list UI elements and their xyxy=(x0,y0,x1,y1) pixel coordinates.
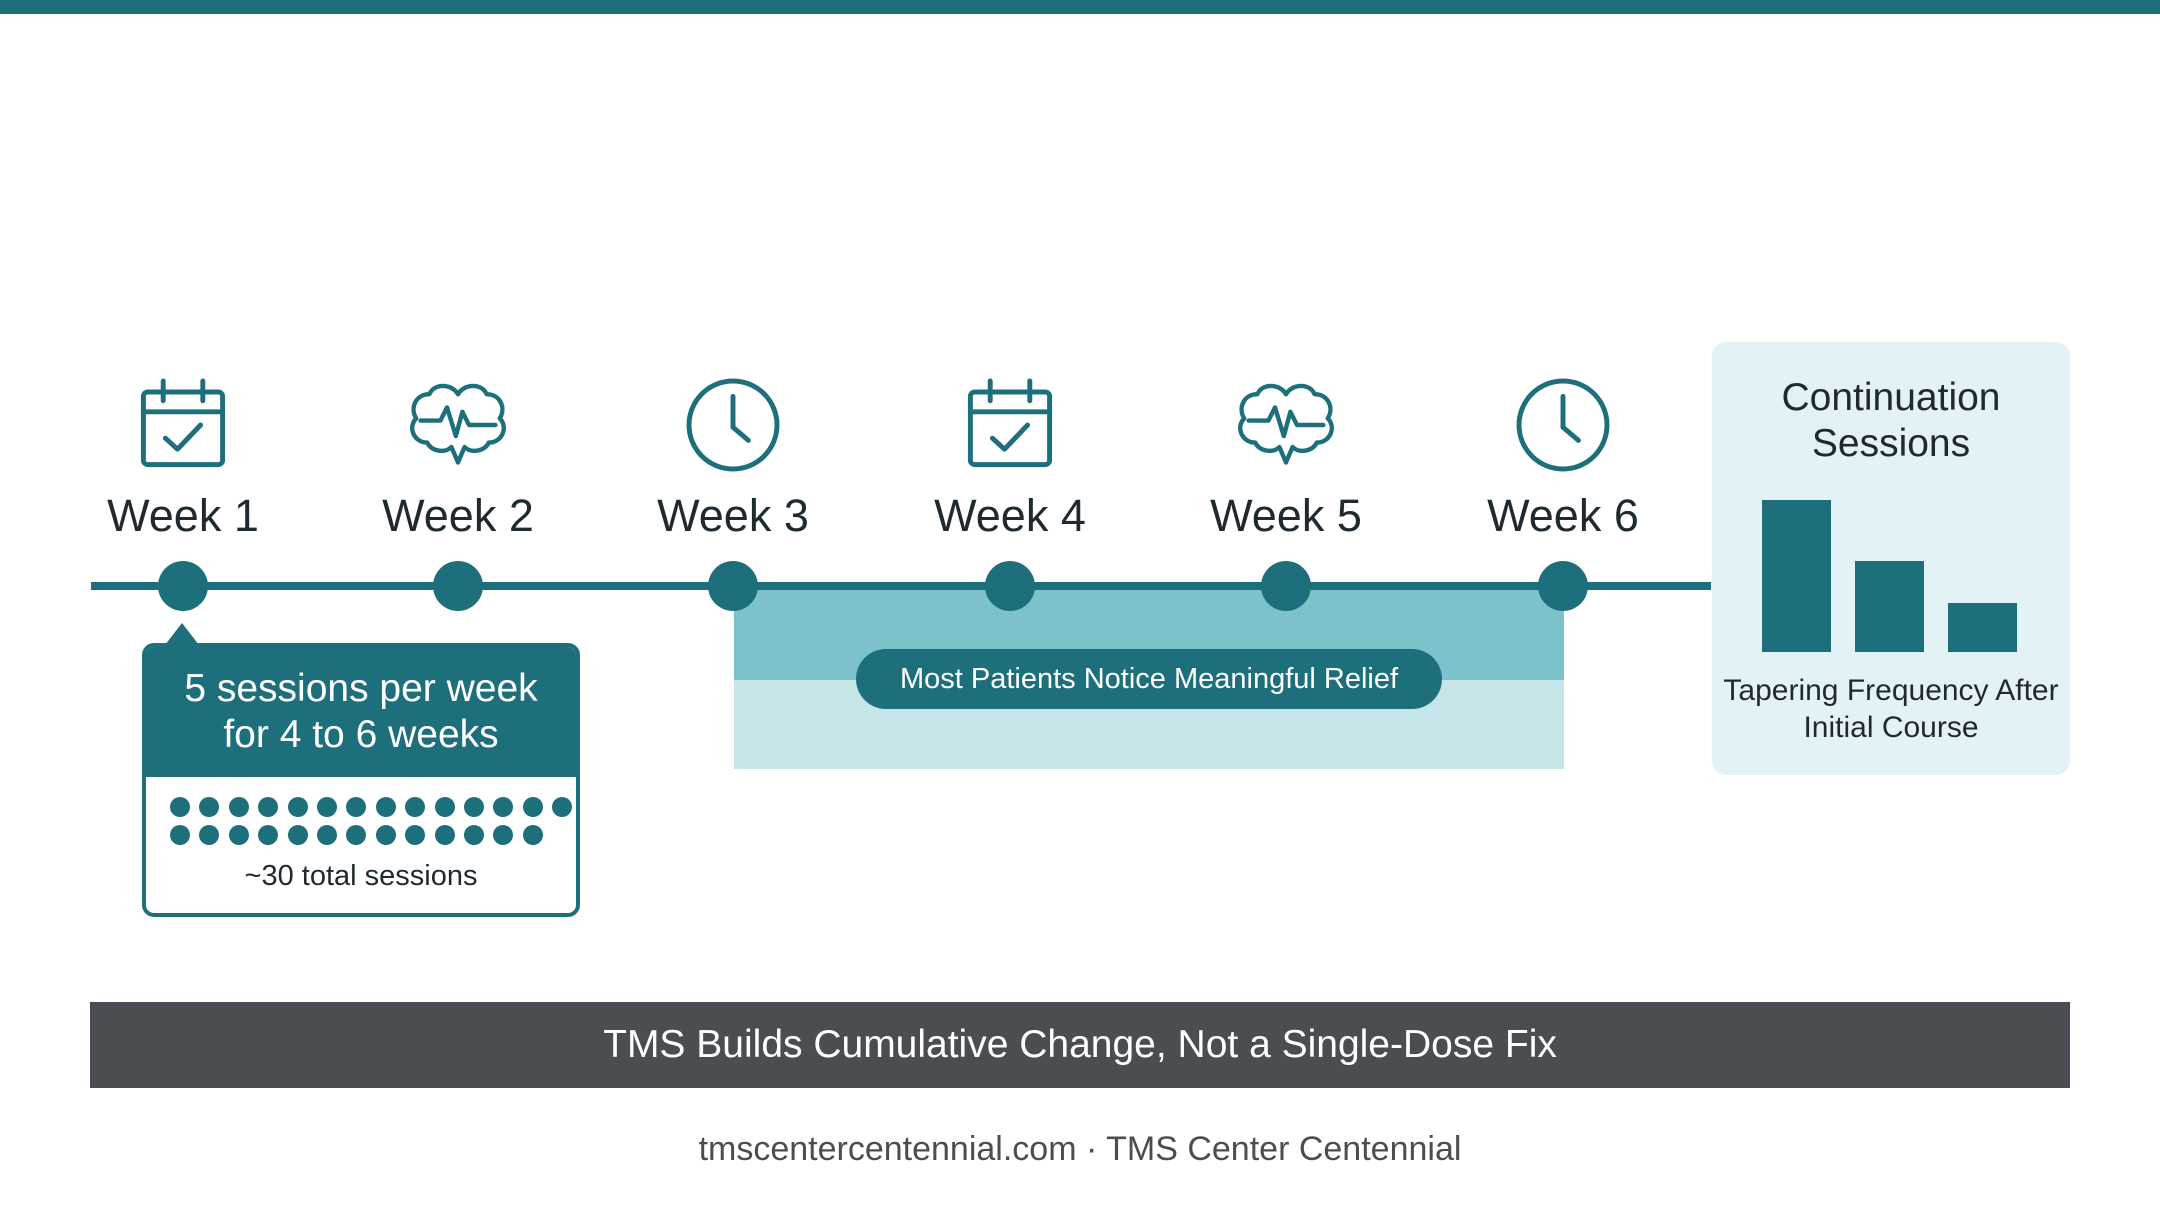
timeline-node-week-1 xyxy=(158,561,208,611)
timeline-node-week-5 xyxy=(1261,561,1311,611)
session-dot xyxy=(287,825,308,845)
week-label-3: Week 3 xyxy=(657,490,809,541)
calendar-check-icon xyxy=(128,370,238,480)
week-label-1: Week 1 xyxy=(107,490,259,541)
session-dot xyxy=(493,797,514,817)
footer-credit: tmscentercentennial.com · TMS Center Cen… xyxy=(698,1130,1462,1168)
session-dot xyxy=(258,825,279,845)
top-accent-bar xyxy=(0,0,2160,14)
calendar-check-icon xyxy=(955,370,1065,480)
sessions-card-header: 5 sessions per week for 4 to 6 weeks xyxy=(146,647,576,777)
brain-pulse-icon xyxy=(403,370,513,480)
timeline-node-week-3 xyxy=(708,561,758,611)
sessions-card-heading: 5 sessions per week for 4 to 6 weeks xyxy=(184,667,538,756)
session-dot xyxy=(375,797,396,817)
session-dot xyxy=(375,825,396,845)
session-dot xyxy=(522,797,543,817)
session-dot xyxy=(228,797,249,817)
taper-bar xyxy=(1855,561,1924,652)
session-dot xyxy=(522,825,543,845)
week-label-4: Week 4 xyxy=(934,490,1086,541)
session-dot xyxy=(552,797,573,817)
week-label-2: Week 2 xyxy=(382,490,534,541)
session-dot xyxy=(493,825,514,845)
timeline-node-week-4 xyxy=(985,561,1035,611)
session-dot xyxy=(434,825,455,845)
sessions-card-pointer xyxy=(165,623,199,645)
session-dot xyxy=(199,825,220,845)
session-dot xyxy=(316,797,337,817)
week-label-5: Week 5 xyxy=(1210,490,1362,541)
session-dot xyxy=(258,797,279,817)
session-dot xyxy=(463,797,484,817)
session-dot xyxy=(287,797,308,817)
timeline-line xyxy=(91,582,1711,590)
session-dot xyxy=(434,797,455,817)
session-dot xyxy=(170,825,190,845)
clock-icon xyxy=(678,370,788,480)
session-dot xyxy=(228,825,249,845)
session-dot-row xyxy=(170,797,573,817)
sessions-total: ~30 total sessions xyxy=(244,860,478,892)
continuation-title: Continuation Sessions xyxy=(1781,376,2001,465)
taper-bar xyxy=(1948,603,2017,652)
summary-banner: TMS Builds Cumulative Change, Not a Sing… xyxy=(90,1002,2070,1088)
taper-bar xyxy=(1762,500,1831,652)
session-dot xyxy=(316,825,337,845)
sessions-card: 5 sessions per week for 4 to 6 weeks ~30… xyxy=(142,643,580,917)
clock-icon xyxy=(1508,370,1618,480)
taper-caption: Tapering Frequency After Initial Course xyxy=(1723,674,2059,744)
week-label-6: Week 6 xyxy=(1487,490,1639,541)
relief-label: Most Patients Notice Meaningful Relief xyxy=(856,649,1442,709)
continuation-panel: Continuation Sessions Tapering Frequency… xyxy=(1712,342,2070,775)
session-dot xyxy=(405,825,426,845)
timeline-node-week-6 xyxy=(1538,561,1588,611)
session-dot xyxy=(170,797,190,817)
session-dot xyxy=(199,797,220,817)
brain-pulse-icon xyxy=(1231,370,1341,480)
session-dot-row xyxy=(170,825,570,845)
session-dot xyxy=(463,825,484,845)
session-dot xyxy=(405,797,426,817)
timeline-node-week-2 xyxy=(433,561,483,611)
session-dots xyxy=(170,797,573,853)
session-dot xyxy=(346,825,367,845)
session-dot xyxy=(346,797,367,817)
